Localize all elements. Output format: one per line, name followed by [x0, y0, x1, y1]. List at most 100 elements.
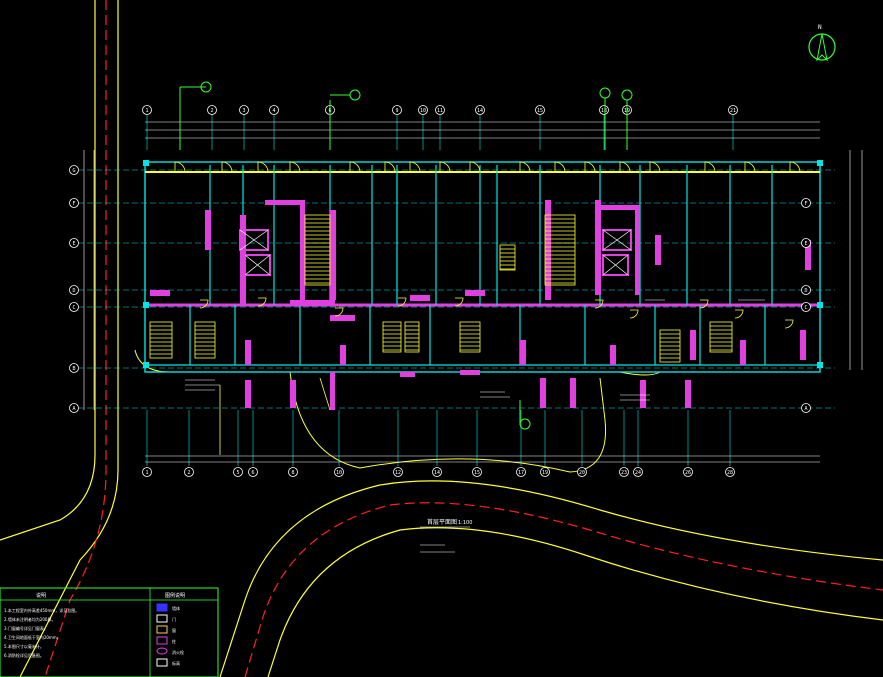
legend-item-label: 门	[172, 616, 176, 622]
axis-label: 15	[537, 108, 543, 114]
column-icon	[156, 636, 168, 645]
axis-bubble-bottom: 15	[472, 467, 482, 477]
legend-item-label: 柱	[172, 638, 176, 644]
axis-bubble-top: 9	[392, 105, 402, 115]
axis-label: 12	[395, 470, 401, 476]
stair-group	[149, 214, 733, 363]
axis-label: G	[72, 168, 75, 174]
axis-bubble-bottom: 17	[516, 467, 526, 477]
axis-bubble-top: 15	[535, 105, 545, 115]
level-mark-icon	[156, 658, 168, 667]
section-markers	[179, 81, 633, 430]
legend-item-label: 消火栓	[172, 649, 184, 655]
legend-note: 1.本工程室内外高差450mm，详见总图。	[4, 607, 79, 613]
axis-bubble-right: A	[801, 403, 811, 413]
axis-bubble-right: F	[801, 198, 811, 208]
axis-label: 14	[477, 108, 483, 114]
legend-item: 门	[156, 614, 176, 623]
axis-label: D	[804, 288, 807, 294]
axis-label: 15	[474, 470, 480, 476]
legend-item-label: 标高	[172, 660, 180, 666]
axis-label: 6	[251, 470, 254, 476]
axis-bubble-bottom: 6	[248, 467, 258, 477]
door-group	[174, 161, 801, 329]
legend-item: 窗	[156, 625, 176, 634]
axis-bubble-bottom: 5	[233, 467, 243, 477]
legend-note: 6.消防栓详见设备图。	[4, 652, 44, 658]
axis-label: 8	[291, 470, 294, 476]
axis-label: 18	[601, 108, 607, 114]
axis-bubble-bottom: 10	[334, 467, 344, 477]
axis-bubble-top: 1	[142, 105, 152, 115]
axis-label: 5	[236, 470, 239, 476]
axis-bubble-top: 11	[435, 105, 445, 115]
window-icon	[156, 625, 168, 634]
axis-bubble-left: B	[69, 363, 79, 373]
axis-bubble-bottom: 19	[540, 467, 550, 477]
north-arrow-icon	[816, 33, 828, 62]
axis-label: A	[804, 406, 807, 412]
axis-bubble-bottom: 23	[619, 467, 629, 477]
building-walls	[143, 160, 823, 410]
axis-grid	[78, 112, 835, 466]
axis-bubble-bottom: 26	[683, 467, 693, 477]
fire-hydrant-icon	[156, 647, 168, 655]
legend-key-title: 图例说明	[165, 592, 185, 599]
axis-label: 1	[145, 108, 148, 114]
axis-label: C	[72, 305, 75, 311]
axis-label: B	[72, 366, 75, 372]
axis-bubble-left: E	[69, 238, 79, 248]
axis-bubble-bottom: 12	[393, 467, 403, 477]
axis-label: 9	[395, 108, 398, 114]
axis-label: E	[72, 241, 75, 247]
axis-bubble-top: 4	[269, 105, 279, 115]
axis-bubble-top: 18	[599, 105, 609, 115]
axis-label: A	[72, 406, 75, 412]
axis-bubble-top: 10	[418, 105, 428, 115]
axis-label: 4	[272, 108, 275, 114]
axis-bubble-right: C	[801, 302, 811, 312]
legend-item-label: 窗	[172, 627, 176, 633]
legend-panel: 说明 图例说明 1.本工程室内外高差450mm，详见总图。2.墙体未注明者均为2…	[0, 587, 219, 677]
legend-item: 消火栓	[156, 647, 184, 655]
axis-bubble-right: E	[801, 238, 811, 248]
axis-label: D	[72, 288, 75, 294]
door-icon	[156, 614, 168, 623]
legend-note: 4.卫生间地面低于室内20mm。	[4, 634, 61, 640]
axis-bubble-top: 3	[239, 105, 249, 115]
axis-bubble-left: C	[69, 302, 79, 312]
legend-note: 3.门窗编号详见门窗表。	[4, 625, 48, 631]
axis-bubble-bottom: 8	[288, 467, 298, 477]
axis-bubble-right: D	[801, 285, 811, 295]
axis-label: 1	[145, 470, 148, 476]
axis-bubble-top: 21	[728, 105, 738, 115]
legend-item-label: 墙体	[172, 605, 180, 611]
legend-note: 5.本图尺寸以毫米计。	[4, 643, 44, 649]
axis-label: F	[804, 201, 807, 207]
axis-label: 3	[242, 108, 245, 114]
drawing-title: 首层平面图	[427, 518, 457, 526]
north-arrow: N	[808, 24, 836, 62]
axis-bubble-top: 14	[475, 105, 485, 115]
axis-label: 20	[579, 470, 585, 476]
axis-label: 23	[621, 470, 627, 476]
axis-label: 21	[730, 108, 736, 114]
axis-bubble-left: D	[69, 285, 79, 295]
legend-note: 2.墙体未注明者均为200厚。	[4, 616, 55, 622]
drawing-scale: 1:100	[458, 520, 472, 526]
drawing-title-block: 首层平面图 1:100	[420, 518, 472, 528]
axis-label: 17	[518, 470, 524, 476]
axis-bubble-bottom: 1	[142, 467, 152, 477]
axis-label: C	[804, 305, 807, 311]
axis-label: 28	[727, 470, 733, 476]
axis-bubble-bottom: 28	[725, 467, 735, 477]
legend-item: 标高	[156, 658, 180, 667]
axis-bubble-bottom: 24	[633, 467, 643, 477]
legend-item: 墙体	[156, 603, 180, 612]
axis-bubble-left: A	[69, 403, 79, 413]
axis-label: 14	[434, 470, 440, 476]
